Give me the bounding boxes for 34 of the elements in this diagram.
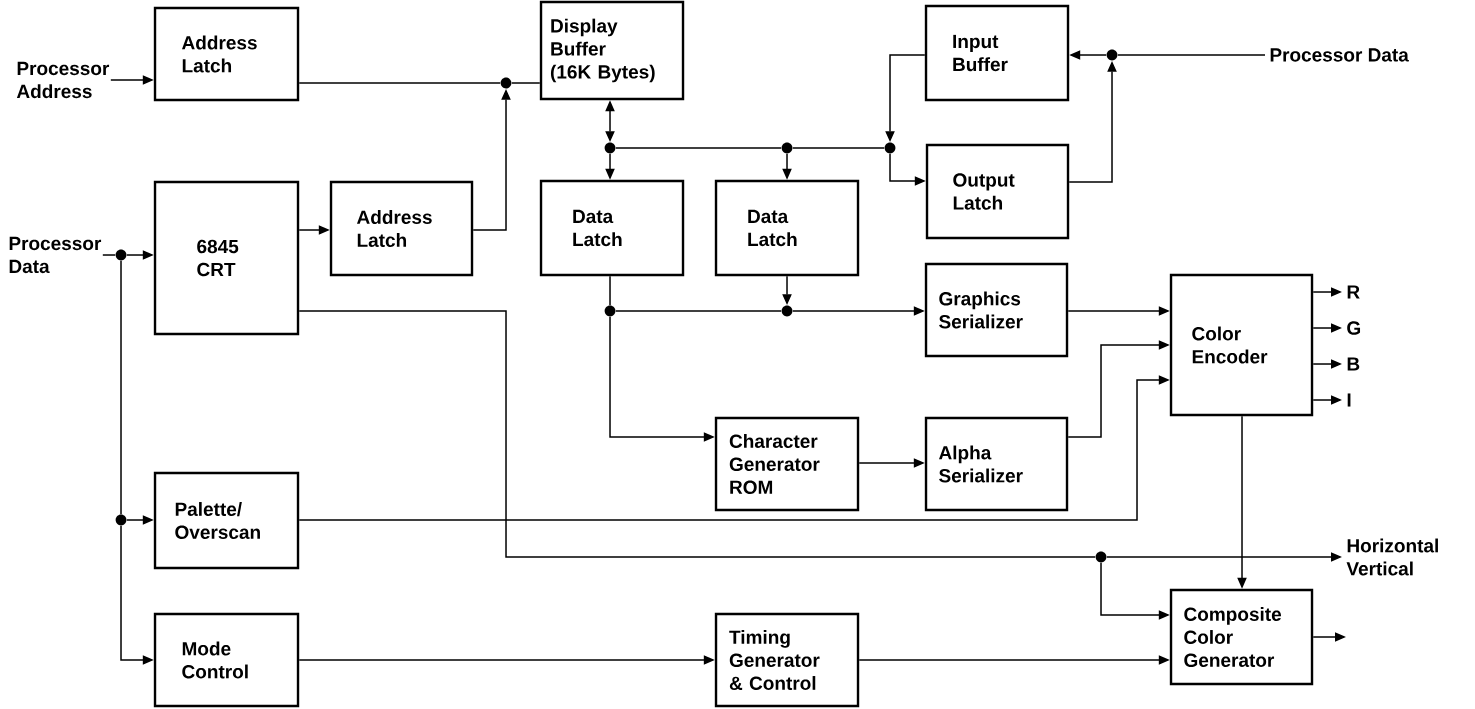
function-block: Alpha Serializer bbox=[924, 416, 1069, 512]
connector-line bbox=[511, 82, 541, 84]
signal-label: Horizontal Vertical bbox=[1346, 538, 1438, 576]
function-block: Character Generator ROM bbox=[714, 416, 860, 512]
signal-label: B bbox=[1347, 357, 1360, 371]
function-block: Input Buffer bbox=[924, 4, 1070, 102]
connector-line bbox=[1117, 54, 1266, 56]
function-block: Output Latch bbox=[925, 143, 1070, 240]
connector-line bbox=[615, 147, 782, 149]
signal-label: Processor Address bbox=[16, 61, 110, 99]
function-block: Data Latch bbox=[539, 179, 685, 277]
function-block: 6845 CRT bbox=[153, 180, 300, 336]
signal-label: R bbox=[1347, 285, 1360, 299]
signal-label: I bbox=[1347, 393, 1351, 407]
connector-line bbox=[609, 275, 611, 306]
connector-line bbox=[615, 310, 782, 312]
function-block: Palette/ Overscan bbox=[153, 471, 300, 570]
function-block: Composite Color Generator bbox=[1169, 588, 1314, 686]
connector-line bbox=[792, 147, 885, 149]
signal-label: Processor Data bbox=[1270, 48, 1409, 62]
function-block: Mode Control bbox=[153, 612, 300, 708]
function-block: Graphics Serializer bbox=[924, 262, 1069, 358]
function-block: Timing Generator & Control bbox=[714, 612, 860, 708]
function-block: Address Latch bbox=[329, 180, 474, 277]
connector-line bbox=[102, 254, 116, 256]
signal-label: Processor Data bbox=[9, 236, 102, 274]
function-block: Data Latch bbox=[714, 179, 860, 277]
connector-line bbox=[298, 82, 501, 84]
function-block: Color Encoder bbox=[1169, 273, 1314, 417]
function-block: Address Latch bbox=[153, 6, 300, 102]
connector-line bbox=[120, 260, 122, 515]
signal-label: G bbox=[1347, 321, 1361, 335]
connector-line bbox=[298, 310, 1096, 558]
function-block: Display Buffer (16K Bytes) bbox=[539, 0, 685, 101]
